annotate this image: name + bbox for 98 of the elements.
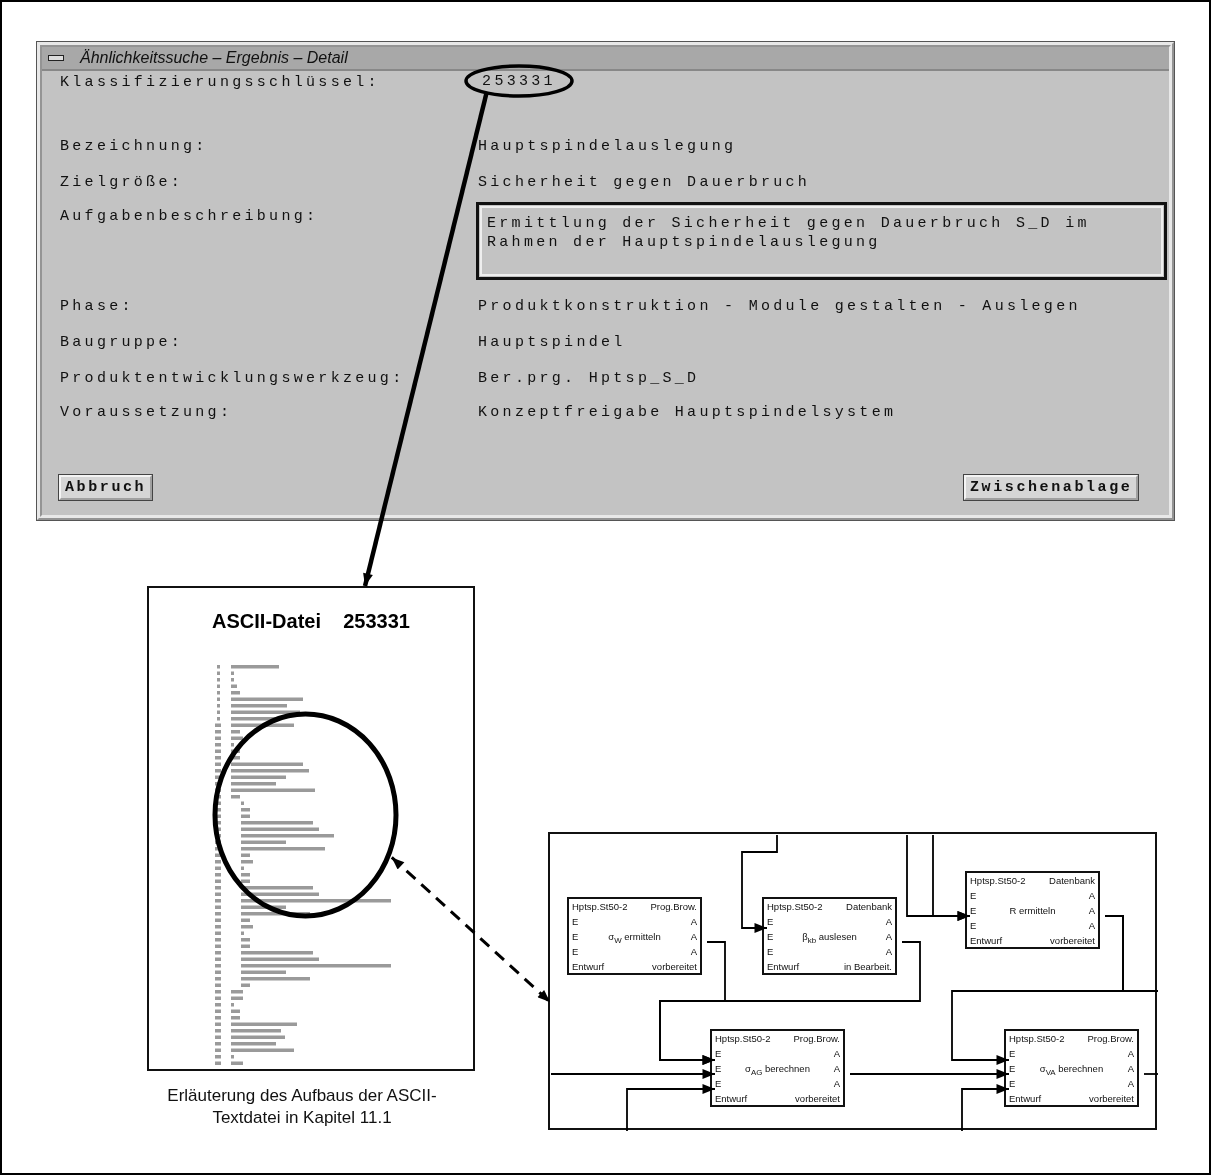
box-text: Entwurf (715, 1092, 748, 1105)
highlight-ellipse (212, 711, 399, 919)
diagram-frame (548, 832, 1157, 1130)
box-text: E (715, 1047, 722, 1060)
box-text: σ$_{VA}$ berechnen (1039, 1062, 1104, 1079)
box-text: E (970, 904, 977, 917)
box-text: σ$_{W}$ ermitteln (608, 930, 661, 947)
box-text: A (690, 945, 697, 958)
box-text: E (1009, 1077, 1016, 1090)
box-text: E (767, 930, 774, 943)
connector-line (1143, 1073, 1159, 1075)
box-text: A (833, 1047, 840, 1060)
arrow (932, 834, 971, 921)
box-text: Hptsp.St50-2 (1009, 1032, 1065, 1045)
box-text: A (885, 945, 892, 958)
text-area (476, 202, 1167, 280)
box-text: Entwurf (572, 960, 605, 973)
box-text: Entwurf (1009, 1092, 1042, 1105)
dashed-arrow (390, 856, 551, 1004)
box-text: Datenbank (1049, 874, 1095, 887)
box-text: vorbereitet (795, 1092, 840, 1105)
dialog-window (37, 42, 1174, 520)
box-text: E (1009, 1062, 1016, 1075)
field-value: Hauptspindel (478, 334, 626, 351)
explanation-text: Erläuterung des Aufbaus der ASCII-Textdatei in Kapitel 11.1 (166, 1085, 438, 1129)
box-text: vorbereitet (1050, 934, 1095, 947)
arrow (741, 834, 778, 933)
box-text: E (572, 915, 579, 928)
box-text: vorbereitet (652, 960, 697, 973)
description-text: Ermittlung der Sicherheit gegen Dauerbruch S_D im Rahmen der Hauptspindelauslegung (487, 214, 1091, 252)
field-value: Sicherheit gegen Dauerbruch (478, 174, 811, 191)
process-box (1004, 1029, 1139, 1107)
box-text: E (572, 930, 579, 943)
field-label: Phase: (60, 298, 134, 315)
value-text: 253331 (482, 72, 556, 90)
box-text: A (1088, 889, 1095, 902)
field-label: Bezeichnung: (60, 138, 208, 155)
field-label: Baugruppe: (60, 334, 183, 351)
document-page (147, 586, 475, 1071)
field-label: Klassifizierungsschlüssel: (60, 74, 380, 91)
box-text: vorbereitet (1089, 1092, 1134, 1105)
process-box (762, 897, 897, 975)
box-text: E (970, 919, 977, 932)
box-text: E (572, 945, 579, 958)
field-value: Ber.prg. Hptsp_S_D (478, 370, 700, 387)
box-text: E (767, 945, 774, 958)
box-text: β$_{kb}$ auslesen (802, 930, 857, 947)
box-text: E (1009, 1047, 1016, 1060)
box-text: Prog.Brow. (650, 900, 697, 913)
field-value: Hauptspindelauslegung (478, 138, 737, 155)
window-title: Ähnlichkeitssuche – Ergebnis – Detail (80, 49, 348, 67)
box-text: Entwurf (970, 934, 1003, 947)
box-text: σ$_{AG}$ berechnen (745, 1062, 810, 1079)
box-text: E (767, 915, 774, 928)
box-text: Hptsp.St50-2 (572, 900, 628, 913)
box-text: A (690, 915, 697, 928)
box-text: Entwurf (767, 960, 800, 973)
box-text: E (715, 1077, 722, 1090)
box-text: Hptsp.St50-2 (970, 874, 1026, 887)
process-box (710, 1029, 845, 1107)
field-label: Zielgröße: (60, 174, 183, 191)
box-text: E (970, 889, 977, 902)
field-value: Konzeptfreigabe Hauptspindelsystem (478, 404, 897, 421)
box-text: Prog.Brow. (1087, 1032, 1134, 1045)
box-text: A (833, 1062, 840, 1075)
box-text: A (1088, 904, 1095, 917)
box-text: A (690, 930, 697, 943)
box-text: E (715, 1062, 722, 1075)
arrow (849, 1069, 1010, 1079)
field-label: Voraussetzung: (60, 404, 233, 421)
button: Zwischenablage (964, 475, 1139, 500)
arrow (362, 91, 489, 587)
box-text: A (885, 915, 892, 928)
highlighted-value (464, 64, 574, 98)
box-text: A (1127, 1047, 1134, 1060)
field-label: Produktentwicklungswerkzeug: (60, 370, 405, 387)
arrow (659, 941, 921, 1065)
arrow (550, 1069, 716, 1079)
box-text: Prog.Brow. (793, 1032, 840, 1045)
process-box (567, 897, 702, 975)
process-box (965, 871, 1100, 949)
field-value: Produktkonstruktion - Module gestalten - Auslegen (478, 298, 1081, 315)
document-title: ASCII-Datei 253331 (211, 610, 411, 633)
field-label: Aufgabenbeschreibung: (60, 208, 319, 225)
box-text: Datenbank (846, 900, 892, 913)
arrow (626, 1084, 716, 1132)
box-text: A (1088, 919, 1095, 932)
box-text: A (1127, 1077, 1134, 1090)
button: Abbruch (59, 475, 153, 500)
box-text: Hptsp.St50-2 (715, 1032, 771, 1045)
box-text: A (833, 1077, 840, 1090)
connector-line (1104, 915, 1159, 992)
box-text: A (885, 930, 892, 943)
box-text: R ermitteln (1009, 904, 1056, 917)
box-text: A (1127, 1062, 1134, 1075)
arrow (961, 1084, 1010, 1132)
box-text: in Bearbeit. (843, 960, 892, 973)
box-text: Hptsp.St50-2 (767, 900, 823, 913)
